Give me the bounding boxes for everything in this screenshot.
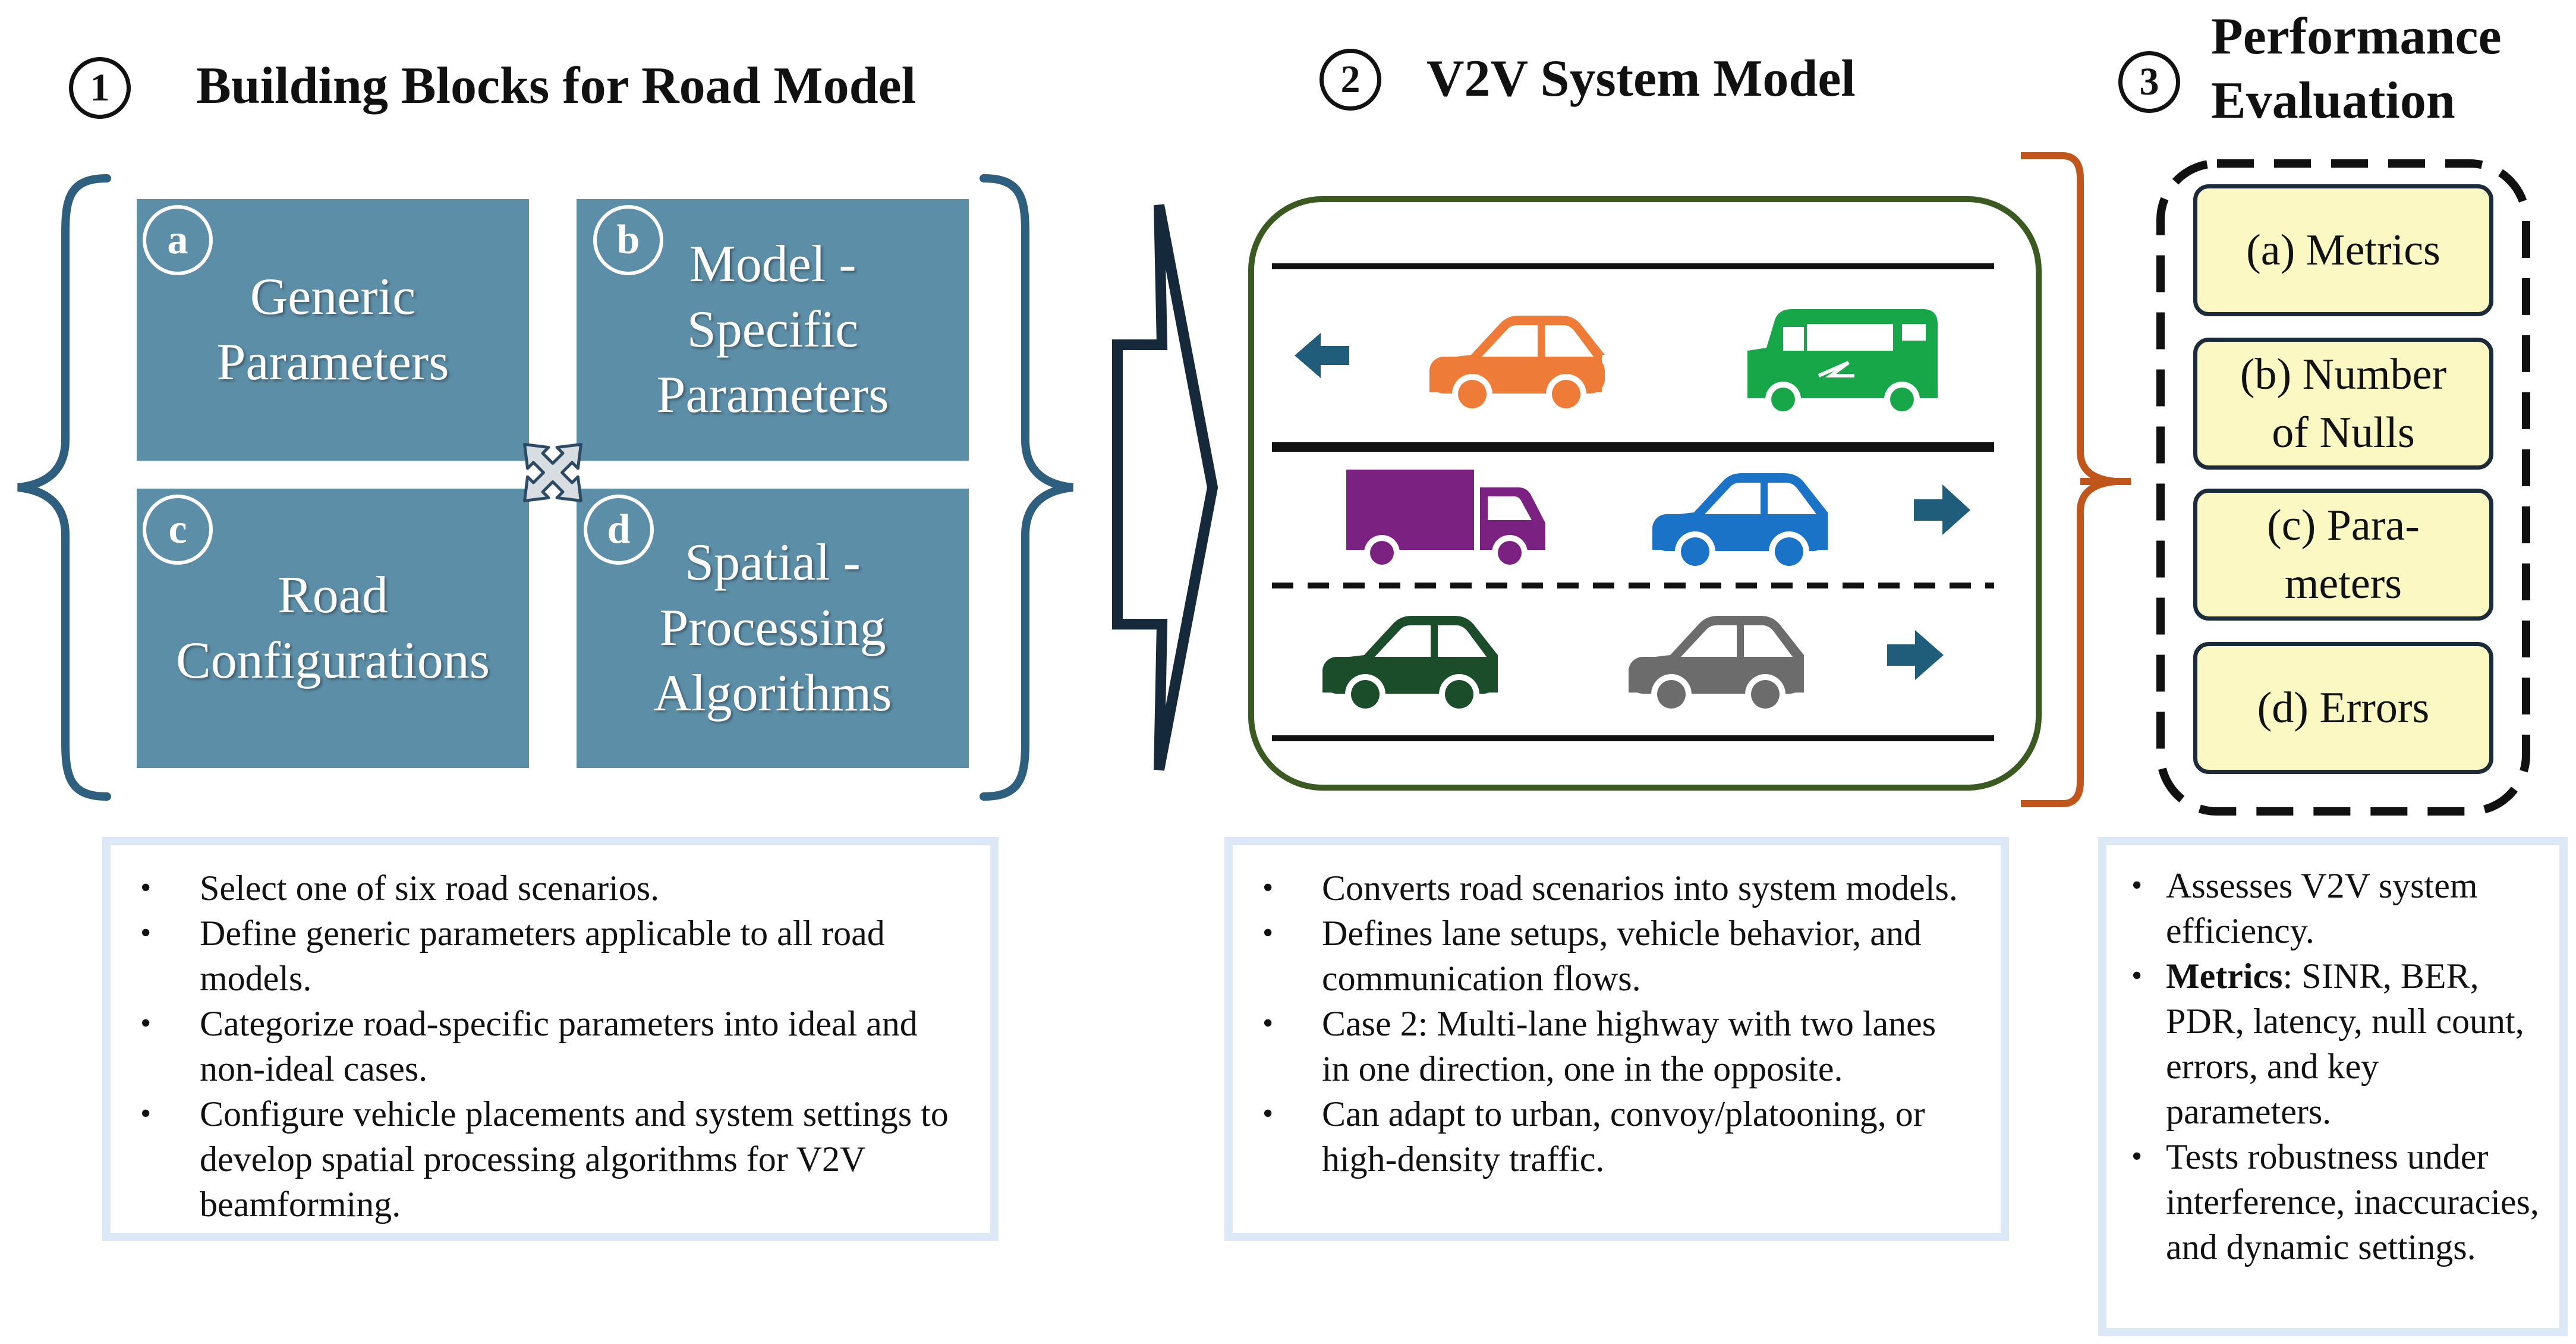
- tile-label: Generic Parameters: [216, 268, 449, 391]
- metric-box-number-of-nulls: (b) Number of Nulls: [2193, 338, 2493, 470]
- block2-description-box: Converts road scenarios into system mode…: [1224, 837, 2009, 1241]
- list-item: Select one of six road scenarios.: [140, 865, 955, 911]
- list-item: Assesses V2V system efficiency.: [2131, 863, 2547, 953]
- list-item: Metrics: SINR, BER, PDR, latency, null c…: [2131, 953, 2547, 1134]
- green-rv-icon: [1747, 309, 1938, 417]
- metrics-detail-text: : SINR, BER, PDR, latency, null count, e…: [2166, 956, 2524, 1131]
- metric-box-parameters: (c) Para- meters: [2193, 489, 2493, 621]
- tile-label: Spatial - Processing Algorithms: [653, 534, 892, 722]
- block1-bullet-list: Select one of six road scenarios. Define…: [140, 865, 955, 1227]
- list-item: Categorize road-specific parameters into…: [140, 1001, 955, 1091]
- arrow-left-icon: [1295, 333, 1349, 378]
- purple-truck-icon: [1346, 470, 1545, 571]
- metric-label: (a) Metrics: [2246, 226, 2440, 275]
- block3-bullet-list: Assesses V2V system efficiency. Metrics:…: [2131, 863, 2547, 1270]
- list-item: Converts road scenarios into system mode…: [1262, 865, 1971, 911]
- list-item: Case 2: Multi-lane highway with two lane…: [1262, 1001, 1971, 1091]
- metrics-dashed-frame: [2156, 159, 2530, 816]
- right-curly-brace: [980, 174, 1073, 801]
- step-number-2: 2: [1320, 49, 1381, 111]
- section-title-v2v-system-model: V2V System Model: [1426, 50, 1856, 108]
- dark-green-car-icon: [1322, 616, 1498, 715]
- tile-label: Road Configurations: [176, 566, 490, 690]
- letter-badge-d: d: [584, 495, 654, 565]
- letter-badge-b: b: [593, 205, 663, 275]
- step-number-1: 1: [69, 57, 131, 119]
- metrics-bold-label: Metrics: [2166, 956, 2283, 996]
- letter-badge-c: c: [143, 495, 213, 565]
- block3-description-box: Assesses V2V system efficiency. Metrics:…: [2098, 837, 2568, 1336]
- metric-label: (b) Number of Nulls: [2240, 350, 2447, 457]
- list-item: Configure vehicle placements and system …: [140, 1091, 955, 1227]
- metric-box-metrics: (a) Metrics: [2193, 184, 2493, 316]
- arrow-right-icon: [1914, 484, 1970, 535]
- chevron-arrow-icon: [1112, 204, 1218, 771]
- list-item: Tests robustness under interference, ina…: [2131, 1134, 2547, 1270]
- list-item: Define generic parameters applicable to …: [140, 911, 955, 1001]
- four-way-arrows-icon: [523, 443, 582, 502]
- gray-car-icon: [1629, 616, 1804, 715]
- left-curly-brace: [17, 174, 111, 801]
- metric-label: (d) Errors: [2257, 684, 2430, 732]
- tile-label: Model - Specific Parameters: [656, 235, 889, 424]
- block2-bullet-list: Converts road scenarios into system mode…: [1262, 865, 1971, 1182]
- tile-spatial-processing-algorithms: Spatial - Processing Algorithms: [577, 489, 969, 768]
- list-item: Defines lane setups, vehicle behavior, a…: [1262, 911, 1971, 1001]
- metric-label: (c) Para- meters: [2267, 501, 2420, 608]
- tile-model-specific-parameters: Model - Specific Parameters: [577, 199, 969, 461]
- arrow-right-icon: [1887, 630, 1944, 680]
- metric-box-errors: (d) Errors: [2193, 642, 2493, 774]
- list-item: Can adapt to urban, convoy/platooning, o…: [1262, 1091, 1971, 1182]
- letter-badge-a: a: [143, 205, 213, 275]
- orange-car-icon: [1429, 316, 1605, 414]
- blue-car-icon: [1652, 473, 1828, 572]
- step-number-3: 3: [2118, 51, 2180, 113]
- diagram-graphics: [17, 152, 2530, 816]
- section-title-building-blocks: Building Blocks for Road Model: [196, 57, 917, 115]
- section-title-performance-evaluation: Performance Evaluation: [2211, 8, 2502, 130]
- block1-description-box: Select one of six road scenarios. Define…: [102, 837, 999, 1241]
